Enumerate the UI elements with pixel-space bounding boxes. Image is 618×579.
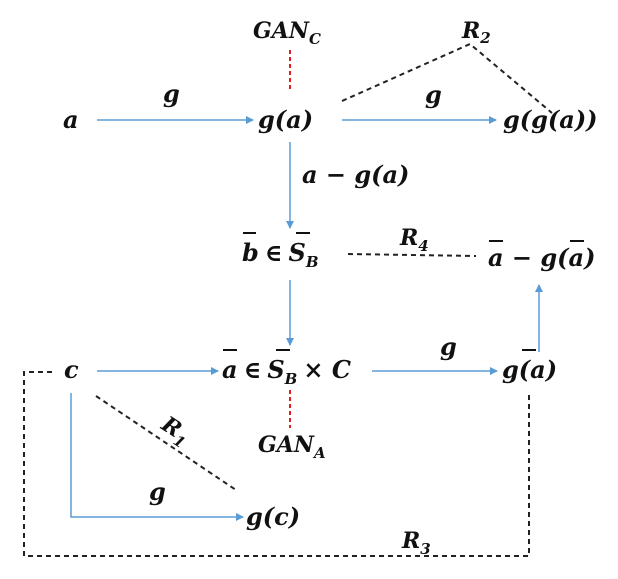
node-abar-minus-g-abar: a − g(a) [488, 240, 595, 272]
gan-a-label: GANA [258, 432, 326, 462]
edge-label-c-to-gc: g [149, 477, 166, 506]
edge-label-a-to-ga: g [163, 79, 180, 108]
node-b-in-sb: b∈SB [242, 232, 319, 271]
edge-label-abar-to-gabar: g [440, 332, 457, 361]
relation-r4-label: R4 [399, 225, 429, 255]
gan-c-label: GANC [253, 18, 321, 48]
relation-r2-line [341, 42, 553, 114]
edge-label-ga-to-gga: g [425, 80, 442, 109]
svg-text:g(a): g(a) [502, 355, 557, 384]
node-a: a [63, 105, 79, 134]
svg-text:a − g(a): a − g(a) [488, 243, 595, 272]
relation-r1-line [95, 395, 237, 491]
svg-text:b∈SB: b∈SB [242, 238, 319, 271]
node-abar-in-sb-times-c: a∈SB× C [222, 349, 351, 388]
relation-r2-label: R2 [461, 18, 491, 47]
svg-text:a∈SB× C: a∈SB× C [222, 355, 351, 388]
arrows [70, 116, 543, 521]
relation-r4-line [347, 253, 477, 257]
node-g-of-a: g(a) [258, 105, 313, 134]
arrow-c-to-gc [70, 393, 244, 521]
node-c: c [64, 355, 79, 384]
relation-r3-label: R3 [401, 528, 431, 558]
relation-r3-line [23, 371, 530, 557]
node-g-of-abar: g(a) [502, 349, 557, 384]
relation-lines [23, 42, 553, 557]
node-g-of-g-of-a: g(g(a)) [503, 105, 598, 134]
node-g-of-c: g(c) [246, 502, 300, 531]
relation-r1-label: R1 [154, 411, 195, 452]
edge-label-ga-to-b: a − g(a) [302, 160, 409, 189]
